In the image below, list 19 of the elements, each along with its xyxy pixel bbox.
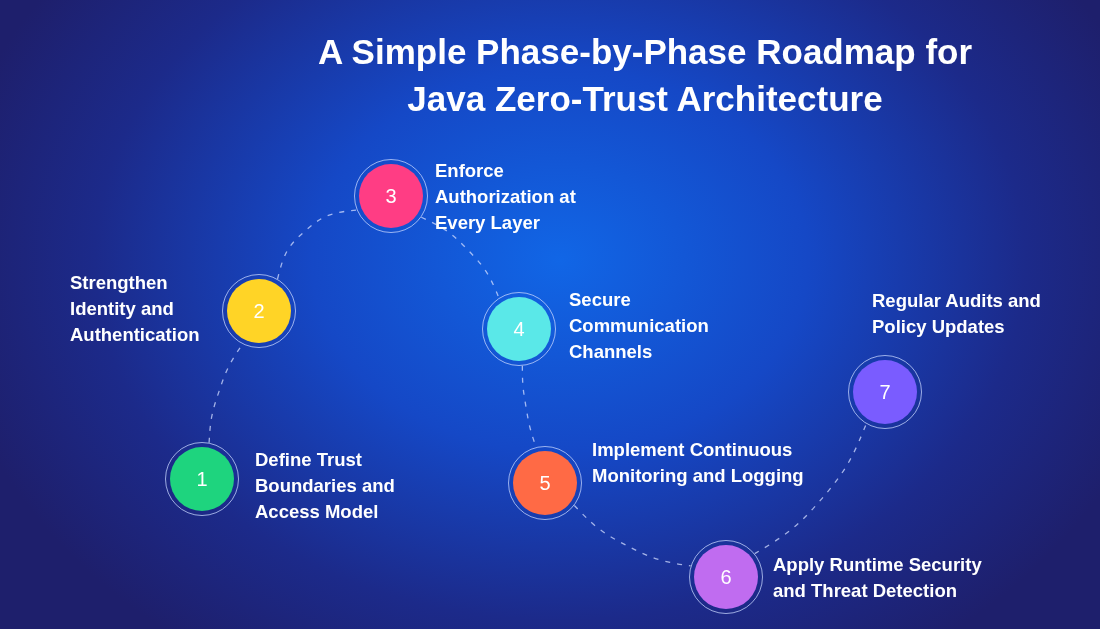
dashed-connector bbox=[754, 423, 867, 555]
step-number: 5 bbox=[539, 473, 551, 493]
step-description: Strengthen Identity and Authentication bbox=[70, 271, 201, 347]
step-description: Regular Audits and Policy Updates bbox=[872, 289, 1042, 339]
step-description: Enforce Authorization at Every Layer bbox=[435, 159, 577, 235]
step-number: 6 bbox=[720, 567, 732, 587]
step-description: Apply Runtime Security and Threat Detection bbox=[773, 553, 983, 603]
step-description: Implement Continuous Monitoring and Logging bbox=[592, 438, 805, 488]
step-description: Secure Communication Channels bbox=[569, 288, 710, 364]
dashed-connector bbox=[573, 504, 692, 567]
dashed-connector bbox=[276, 209, 358, 280]
title: A Simple Phase-by-Phase Roadmap for Java Zero-Trust Architecture bbox=[316, 31, 974, 120]
step-number: 3 bbox=[385, 186, 397, 206]
step-number: 2 bbox=[253, 301, 265, 321]
step-number: 4 bbox=[513, 319, 525, 339]
step-number: 7 bbox=[879, 382, 891, 402]
step-description: Define Trust Boundaries and Access Model bbox=[255, 448, 396, 524]
step-number: 1 bbox=[196, 469, 208, 489]
dashed-connector bbox=[420, 216, 500, 299]
